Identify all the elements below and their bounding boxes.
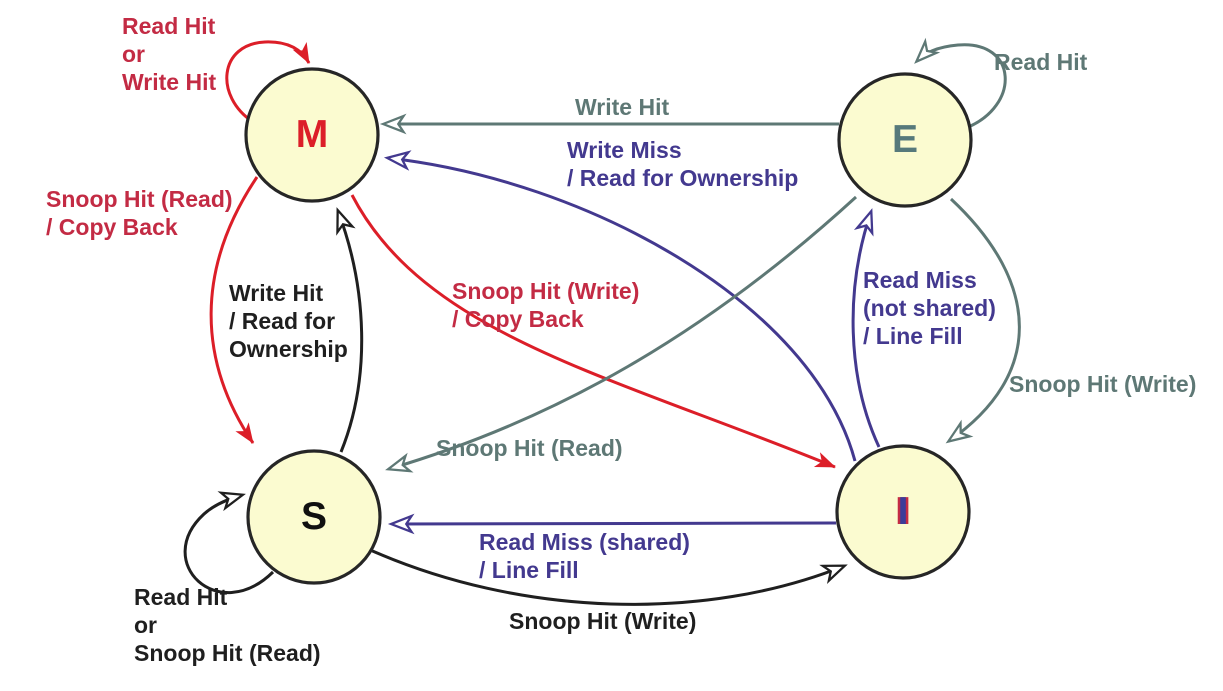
edge-s-to-m-write-hit bbox=[336, 207, 364, 453]
edge-m-to-s-snoop-hit-read bbox=[209, 176, 259, 444]
label-m-self-read-or-write-hit: Read Hit or Write Hit bbox=[122, 13, 217, 95]
label-i-to-s-read-miss-shared: Read Miss (shared) / Line Fill bbox=[479, 529, 690, 583]
state-label-m: M bbox=[295, 113, 329, 156]
edge-i-to-s-read-miss-shared bbox=[387, 513, 837, 535]
state-circle-m bbox=[244, 67, 380, 203]
edge-s-to-i-snoop-hit-write bbox=[367, 547, 848, 606]
edge-s-self-loop bbox=[183, 491, 275, 594]
label-m-to-i-snoop-hit-write: Snoop Hit (Write) / Copy Back bbox=[452, 278, 640, 332]
state-label-s: S bbox=[300, 495, 327, 538]
edge-m-to-i-snoop-hit-write bbox=[350, 194, 836, 469]
edge-e-to-i-snoop-hit-write bbox=[945, 197, 1021, 444]
edge-e-self-loop bbox=[914, 37, 1007, 130]
state-label-e: E bbox=[891, 118, 918, 161]
label-i-to-e-read-miss-not-shared: Read Miss (not shared) / Line Fill bbox=[863, 267, 996, 349]
label-e-to-m-write-hit: Write Hit bbox=[575, 94, 670, 120]
label-e-to-i-snoop-hit-write: Snoop Hit (Write) bbox=[1009, 371, 1197, 397]
state-circle-s bbox=[246, 449, 382, 585]
state-label-i: I bbox=[897, 490, 909, 533]
label-m-to-s-snoop-hit-read: Snoop Hit (Read) / Copy Back bbox=[46, 186, 233, 240]
label-e-to-s-snoop-hit-read: Snoop Hit (Read) bbox=[436, 435, 623, 461]
state-circle-e bbox=[837, 72, 973, 208]
edge-m-self-loop bbox=[225, 40, 311, 124]
label-i-to-m-write-miss: Write Miss / Read for Ownership bbox=[567, 137, 799, 191]
label-s-to-i-snoop-hit-write: Snoop Hit (Write) bbox=[509, 608, 697, 634]
edge-i-to-m-write-miss bbox=[383, 150, 857, 462]
edge-i-to-e-read-miss-not-shared bbox=[851, 208, 881, 448]
label-s-self-read-hit-or-snoop-hit-read: Read Hit or Snoop Hit (Read) bbox=[134, 584, 321, 666]
label-s-to-m-write-hit: Write Hit / Read for Ownership bbox=[229, 280, 348, 362]
label-e-self-read-hit: Read Hit bbox=[994, 49, 1088, 75]
state-circle-i bbox=[835, 444, 971, 580]
edge-e-to-s-snoop-hit-read bbox=[385, 195, 858, 473]
